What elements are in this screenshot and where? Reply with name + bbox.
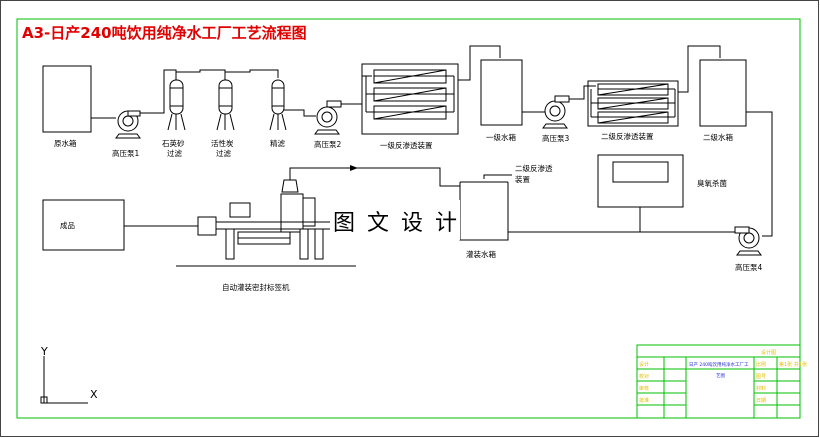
ro2-note-leader — [483, 174, 512, 179]
tb-left-2: 校对 — [639, 373, 649, 380]
tb-right-3: 材料 — [756, 385, 766, 392]
pipe — [289, 167, 460, 187]
pipe — [341, 75, 372, 105]
tb-cell-line-2: 艺图 — [716, 373, 725, 379]
pipe — [746, 111, 773, 237]
pipe — [284, 109, 316, 117]
raw-water-tank — [42, 65, 92, 133]
primary-water-tank-label: 一级水箱 — [486, 132, 516, 142]
pump-2 — [314, 100, 342, 135]
ozone-sterilizer — [597, 154, 684, 232]
pump-4 — [734, 226, 762, 256]
diagram-title: A3-日产240吨饮用纯净水工厂工艺流程图 — [22, 24, 307, 42]
fine-filter — [269, 79, 287, 131]
tb-cell-line-1: 日产 240吨饮用纯净水工厂工 — [689, 361, 749, 368]
tb-left-4: 批准 — [639, 397, 649, 404]
pipe — [678, 45, 721, 93]
tb-right-top: 第1张 共1张 — [779, 361, 807, 368]
pump-3-label: 高压泵3 — [542, 133, 569, 143]
pump-1 — [115, 110, 141, 139]
watermark-bg — [330, 200, 460, 240]
filling-machine-label: 自动灌装密封标签机 — [222, 282, 290, 292]
raw-water-tank-label: 原水箱 — [54, 138, 77, 148]
inner-frame — [16, 18, 801, 419]
ro-unit-1-label: 一级反渗透装置 — [380, 140, 433, 150]
ro-unit-1 — [361, 63, 459, 135]
pipe — [569, 85, 596, 100]
flow-arrow — [350, 165, 358, 171]
pump-4-label: 高压泵4 — [735, 262, 762, 272]
ro2-note-1: 二级反渗透 — [515, 163, 553, 173]
tb-top-note: 设计图 — [761, 349, 776, 356]
tb-right-1: 比例 — [756, 361, 766, 368]
ro2-note-2: 装置 — [515, 174, 530, 184]
product-box — [42, 199, 125, 251]
ucs-axes — [40, 356, 88, 404]
product-label: 成品 — [60, 220, 75, 230]
tb-left-3: 审核 — [639, 385, 649, 392]
axis-x-label: X — [90, 388, 98, 401]
pipe — [175, 69, 226, 80]
activated-carbon-filter — [216, 79, 235, 131]
pump-1-label: 高压泵1 — [112, 148, 139, 158]
fine-filter-label: 精滤 — [270, 138, 285, 148]
quartz-sand-filter — [167, 79, 186, 131]
tb-right-2: 图号 — [756, 374, 766, 380]
title-block — [636, 344, 801, 419]
carbon-filter-label-1: 活性炭 — [211, 138, 234, 148]
ro-unit-2 — [587, 80, 679, 127]
watermark-text: 图文设计 — [333, 211, 469, 236]
primary-water-tank — [480, 59, 523, 126]
pump-3 — [542, 95, 570, 129]
quartz-filter-label-1: 石英砂 — [162, 138, 185, 148]
ozone-label: 臭氧杀菌 — [697, 178, 727, 188]
pipe — [224, 69, 279, 80]
secondary-water-tank — [699, 59, 747, 127]
pipe — [458, 45, 501, 81]
quartz-filter-label-2: 过滤 — [167, 148, 182, 158]
axis-y-label: Y — [40, 345, 48, 358]
filling-tank-label: 灌装水箱 — [466, 249, 496, 259]
tb-left-1: 设计 — [639, 361, 649, 368]
secondary-water-tank-label: 二级水箱 — [703, 132, 733, 142]
tb-right-4: 日期 — [756, 398, 766, 404]
carbon-filter-label-2: 过滤 — [216, 148, 231, 158]
ro-unit-2-label: 二级反渗透装置 — [601, 131, 654, 141]
pump-2-label: 高压泵2 — [314, 139, 341, 149]
filling-machine — [124, 179, 356, 267]
